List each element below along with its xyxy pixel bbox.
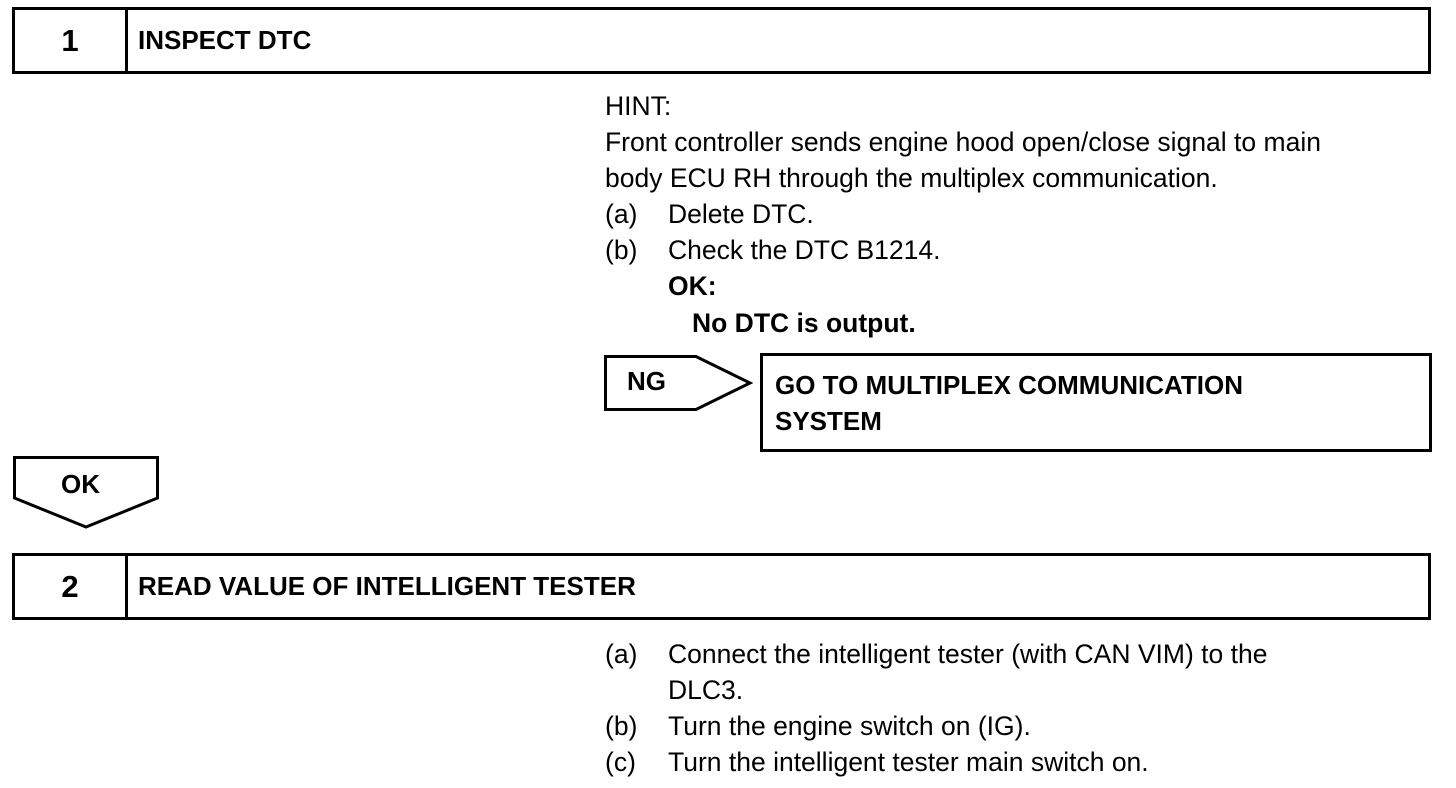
item-marker: (c): [605, 747, 636, 777]
ok-label: OK: [61, 469, 100, 499]
ng-label: NG: [627, 366, 666, 396]
ok-criteria-text: No DTC is output.: [692, 308, 916, 338]
item-marker: (b): [605, 235, 638, 265]
item-text: Turn the engine switch on (IG).: [668, 711, 1031, 741]
item-marker: (a): [605, 199, 638, 229]
item-text: DLC3.: [668, 675, 744, 705]
ok-arrow-tab: OK: [13, 456, 159, 530]
step-1-header: 1 INSPECT DTC: [12, 7, 1431, 74]
ng-arrow-box: NG: [604, 355, 754, 411]
hint-line: Front controller sends engine hood open/…: [605, 127, 1321, 157]
step-title: READ VALUE OF INTELLIGENT TESTER: [138, 571, 636, 601]
step-2-header: 2 READ VALUE OF INTELLIGENT TESTER: [12, 553, 1431, 620]
step-number: 1: [15, 10, 128, 71]
item-marker: (a): [605, 639, 638, 669]
item-marker: (b): [605, 711, 638, 741]
hint-line: body ECU RH through the multiplex commun…: [605, 163, 1218, 193]
item-text: Connect the intelligent tester (with CAN…: [668, 639, 1268, 669]
ok-down-arrow-icon: [13, 456, 159, 529]
item-text: Turn the intelligent tester main switch …: [668, 747, 1149, 777]
ng-result-line: GO TO MULTIPLEX COMMUNICATION: [775, 370, 1243, 400]
ok-criteria-label: OK:: [668, 271, 717, 301]
ng-result-line: SYSTEM: [775, 406, 882, 436]
item-text: Check the DTC B1214.: [668, 235, 941, 265]
item-text: Delete DTC.: [668, 199, 814, 229]
step-title: INSPECT DTC: [138, 25, 312, 55]
ng-arrow-icon: [604, 355, 754, 411]
step-number: 2: [15, 556, 128, 617]
hint-label: HINT:: [605, 91, 672, 121]
ng-result-box: GO TO MULTIPLEX COMMUNICATION SYSTEM: [760, 353, 1432, 452]
